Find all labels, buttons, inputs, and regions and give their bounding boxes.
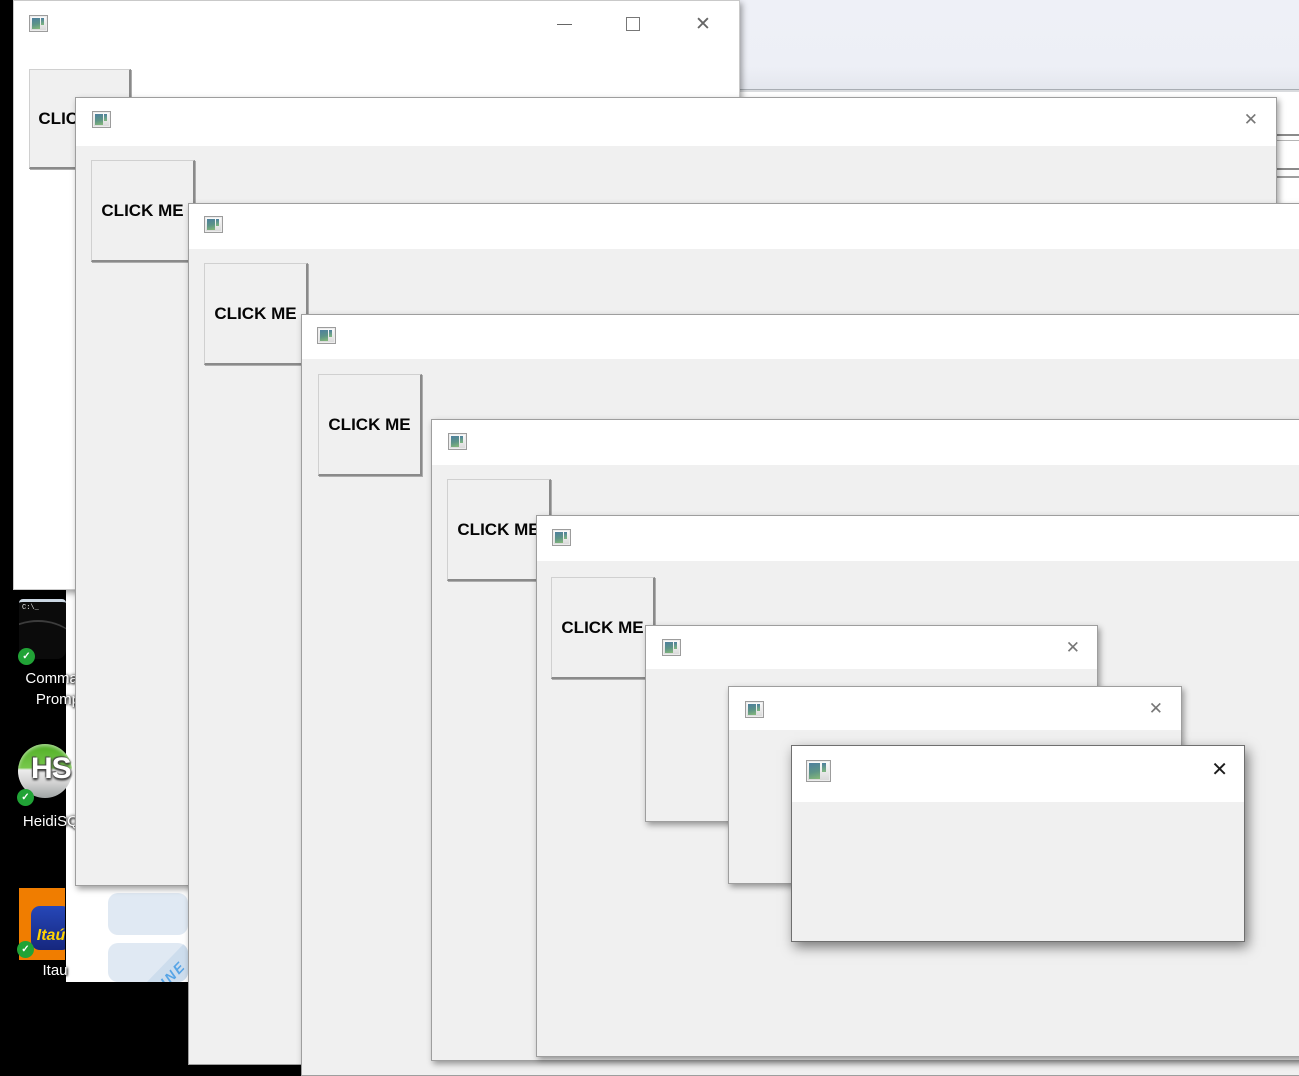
tk-window-icon — [29, 15, 48, 32]
window-6-titlebar[interactable] — [537, 516, 1299, 561]
ribbon-text: NLINE — [141, 957, 188, 982]
maximize-button[interactable] — [626, 17, 640, 31]
window-9: ✕ — [791, 745, 1245, 942]
click-me-button[interactable]: CLICK ME — [551, 577, 655, 679]
itau-brand-text: Itaú — [36, 927, 65, 944]
close-button[interactable]: ✕ — [1148, 699, 1163, 718]
close-button[interactable]: ✕ — [1065, 638, 1080, 657]
tk-window-icon — [204, 216, 223, 233]
check-icon: ✓ — [22, 651, 31, 662]
terminal-prompt-text: C:\_ — [22, 604, 39, 612]
window-9-titlebar[interactable]: ✕ — [792, 746, 1244, 802]
minimize-button[interactable] — [557, 24, 572, 25]
window-5-titlebar[interactable] — [432, 420, 1299, 465]
window-9-client — [792, 802, 1244, 941]
check-icon: ✓ — [21, 792, 30, 803]
click-me-button[interactable]: CLICK ME — [318, 374, 422, 476]
sync-badge-icon: ✓ — [18, 648, 35, 665]
click-me-button[interactable]: CLICK ME — [447, 479, 551, 581]
label-line: Prompt — [35, 691, 85, 708]
label-line: Itau — [42, 962, 68, 979]
webpage-card — [108, 893, 188, 935]
click-me-button[interactable]: CLICK ME — [91, 160, 195, 262]
background-browser-strip — [738, 0, 1299, 90]
window-4-titlebar[interactable] — [302, 315, 1299, 359]
window-3-titlebar[interactable] — [189, 204, 1299, 249]
window-7-titlebar[interactable]: ✕ — [646, 626, 1097, 669]
close-button[interactable]: ✕ — [1211, 759, 1228, 781]
check-icon: ✓ — [21, 944, 30, 955]
close-button[interactable]: ✕ — [1243, 110, 1258, 129]
window-2-titlebar[interactable]: ✕ — [76, 98, 1276, 146]
heidisql-icon[interactable]: HS — [18, 744, 72, 798]
click-me-button[interactable]: CLICK ME — [204, 263, 308, 365]
close-button[interactable]: ✕ — [695, 14, 711, 35]
heidisql-monogram: HS — [31, 752, 72, 785]
sync-badge-icon: ✓ — [17, 941, 34, 958]
webpage-card-ribboned: NLINE — [108, 943, 188, 982]
window-8-titlebar[interactable]: ✕ — [729, 687, 1181, 730]
background-window-edge — [1277, 134, 1299, 141]
tk-window-icon — [448, 433, 467, 450]
tk-window-icon — [745, 701, 764, 718]
heidisql-label[interactable]: HeidiSQL — [0, 811, 110, 832]
window-1-titlebar[interactable]: ✕ — [14, 1, 739, 47]
tk-window-icon — [806, 760, 831, 782]
label-line: HeidiSQL — [22, 813, 88, 830]
tk-window-icon — [662, 639, 681, 656]
tk-window-icon — [552, 529, 571, 546]
tk-window-icon — [92, 111, 111, 128]
tk-window-icon — [317, 327, 336, 344]
itau-logo: Itaú — [31, 906, 65, 950]
itau-label[interactable]: Itau — [0, 960, 110, 981]
sync-badge-icon: ✓ — [17, 789, 34, 806]
diagonal-ribbon: NLINE — [108, 943, 188, 982]
background-window-edge — [1277, 168, 1299, 178]
